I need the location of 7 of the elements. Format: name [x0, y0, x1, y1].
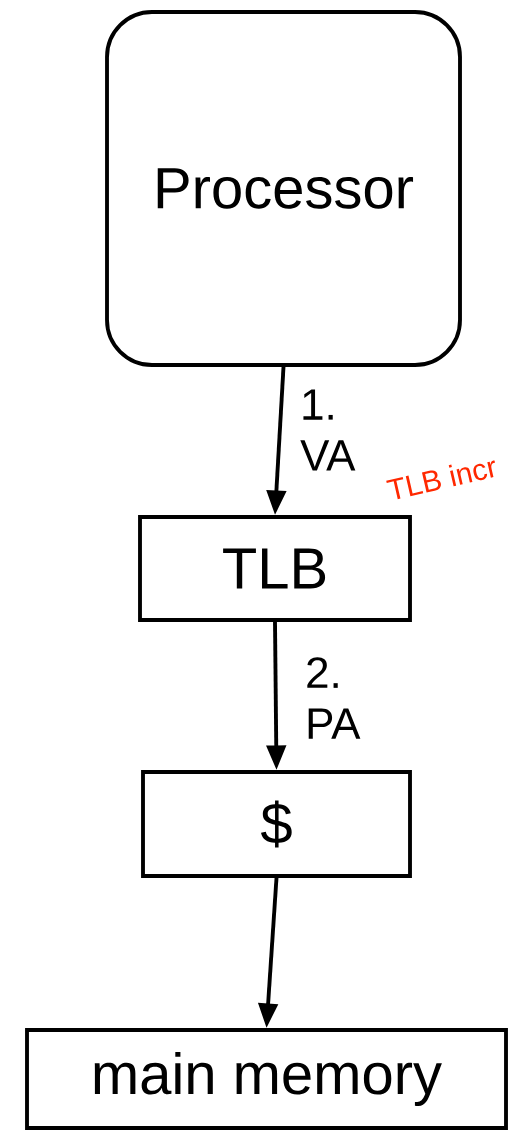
process-box: main memory	[25, 1028, 508, 1130]
processor-box: Processor	[105, 10, 462, 367]
process-box: $	[141, 770, 412, 878]
edge-label: 2. PA	[307, 657, 361, 739]
process-box: TLB	[138, 515, 412, 622]
note-text: TLB incr	[381, 450, 503, 506]
edge-label: 1. VA	[300, 389, 356, 471]
